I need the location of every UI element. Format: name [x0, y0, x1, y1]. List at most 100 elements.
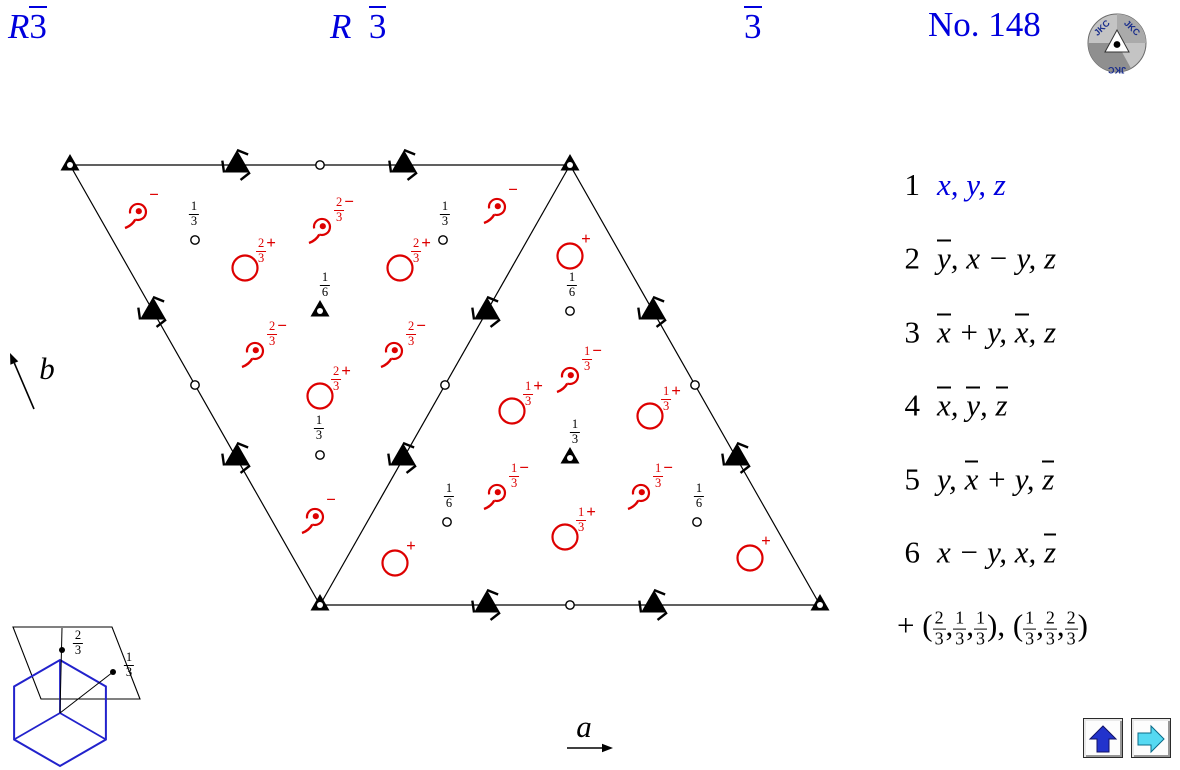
- inversion-center: [315, 450, 325, 460]
- threefold-screw-axis: [221, 441, 251, 474]
- atom-position-comma: [483, 483, 507, 511]
- a-axis-arrow: [567, 743, 613, 753]
- inversion-center: [565, 600, 575, 610]
- op-coords: y, x − y, z: [937, 239, 1057, 276]
- atom-position-comma: [241, 341, 265, 369]
- op-number: 3: [904, 314, 921, 350]
- threefold-inversion-axis: [310, 594, 330, 611]
- atom-height-label: −: [326, 490, 336, 509]
- op-coords: x − y, x, z: [937, 533, 1057, 570]
- threefold-screw-axis: [137, 295, 167, 328]
- threefold-screw-axis: [387, 441, 417, 474]
- threefold-inversion-axis: [560, 447, 580, 464]
- jkc-logo-text: JKC: [1108, 65, 1127, 75]
- op-number: 2: [904, 240, 921, 276]
- atom-position-comma: [308, 217, 332, 245]
- spacegroup-number: No. 148: [928, 5, 1041, 44]
- symmetry-op-row: 5 y, x + y, z: [878, 460, 1055, 497]
- inversion-center: [315, 160, 325, 170]
- atom-height-label: +: [406, 536, 416, 555]
- symmetry-op-row: 6 x − y, x, z: [878, 533, 1057, 571]
- threefold-screw-axis: [471, 295, 501, 328]
- atom-position-comma: [556, 366, 580, 394]
- threefold-inversion-axis: [810, 594, 830, 611]
- spacegroup-symbol-left: R3: [8, 6, 47, 46]
- threefold-inversion-axis: [60, 154, 80, 171]
- nav-up-button[interactable]: [1083, 718, 1123, 758]
- threefold-inversion-axis: [560, 154, 580, 171]
- op-number: 1: [904, 167, 921, 202]
- b-axis-arrow: [10, 353, 35, 410]
- atom-height-label: +: [761, 531, 771, 550]
- up-arrow-icon: [1088, 724, 1118, 752]
- nav-next-button[interactable]: [1131, 718, 1171, 758]
- atom-position-circle: [556, 242, 584, 270]
- right-arrow-icon: [1137, 724, 1165, 753]
- op-coords: y, x + y, z: [937, 460, 1055, 497]
- op-number: 5: [904, 461, 921, 497]
- atom-position-circle: [498, 397, 526, 425]
- inversion-center: [190, 380, 200, 390]
- op-coords: x, y, z: [937, 386, 1008, 423]
- threefold-screw-axis: [721, 441, 751, 474]
- atom-position-comma: [380, 341, 404, 369]
- spacegroup-symbol-center: R 3: [330, 6, 387, 46]
- atom-position-circle: [736, 544, 764, 572]
- inversion-center: [440, 380, 450, 390]
- threefold-screw-axis: [471, 588, 501, 621]
- atom-position-comma: [627, 483, 651, 511]
- atom-position-circle: [386, 254, 414, 282]
- atom-position-circle: [231, 254, 259, 282]
- inversion-center: [692, 517, 702, 527]
- inversion-center: [438, 235, 448, 245]
- atom-position-comma: [483, 197, 507, 225]
- symmetry-op-row: 1 x, y, z: [878, 167, 1006, 203]
- atom-height-label: +: [581, 229, 591, 248]
- threefold-screw-axis: [221, 148, 251, 181]
- cell-choice-inset: [12, 626, 141, 768]
- op-number: 6: [904, 534, 921, 570]
- op-coords: x, y, z: [937, 167, 1006, 202]
- atom-height-label: −: [508, 180, 518, 199]
